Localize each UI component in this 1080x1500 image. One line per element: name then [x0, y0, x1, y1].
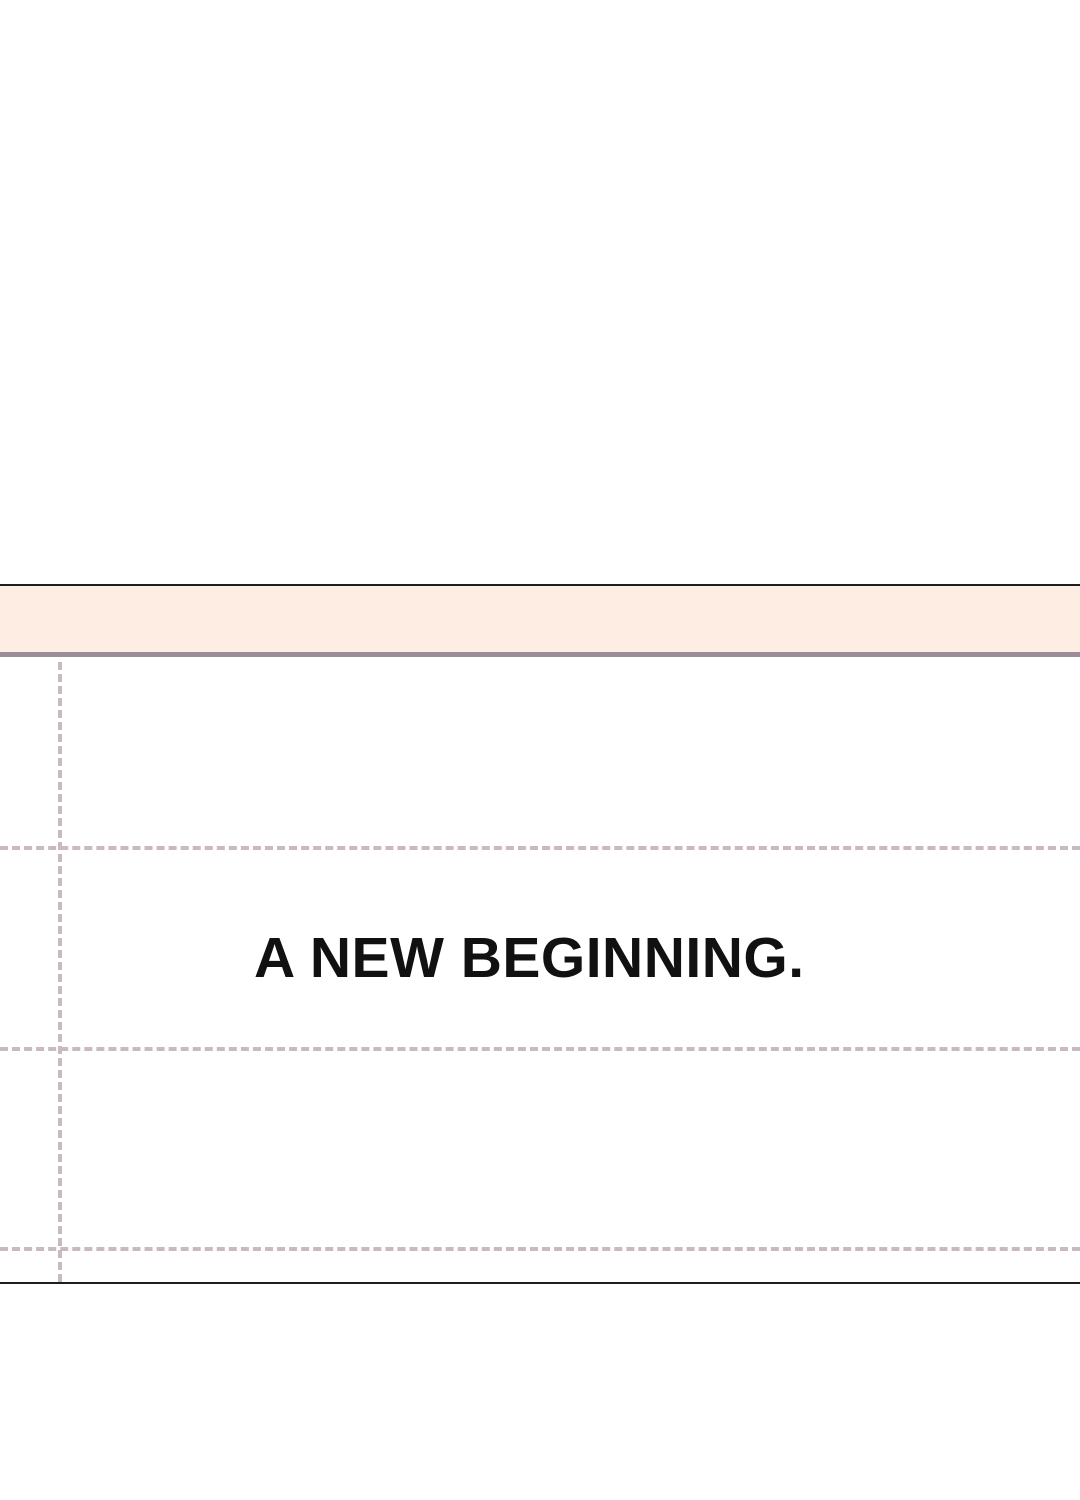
- ruled-line: [0, 1047, 1080, 1051]
- notepad-header-strip: [0, 586, 1080, 657]
- margin-rule-line: [58, 662, 62, 1282]
- caption-text: A NEW BEGINNING.: [254, 926, 805, 990]
- ruled-line: [0, 846, 1080, 850]
- notepad-panel: A NEW BEGINNING.: [0, 584, 1080, 1284]
- ruled-line: [0, 1247, 1080, 1251]
